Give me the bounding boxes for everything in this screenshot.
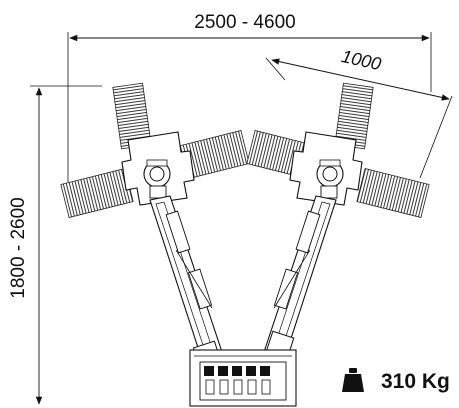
width-dimension: 2500 - 4600 [67,12,432,182]
head-width-dimension-line [271,58,450,101]
head-width-dimension-label: 1000 [340,46,383,74]
weight-label: 310 Kg [381,370,450,393]
right-arm-cylinder [295,210,321,254]
height-dimension: 1800 - 2600 [8,85,102,405]
right-arm [263,195,337,366]
right-brush-head [246,82,430,218]
width-dimension-label: 2500 - 4600 [194,12,295,33]
left-arm [149,195,223,368]
base-valve-block [189,349,297,407]
height-dimension-label: 1800 - 2600 [8,197,29,298]
right-right-brush [356,168,430,218]
left-brush-head [60,82,250,218]
left-left-brush [60,168,134,218]
left-arm-cylinder [165,210,191,254]
weight-icon [342,368,364,392]
